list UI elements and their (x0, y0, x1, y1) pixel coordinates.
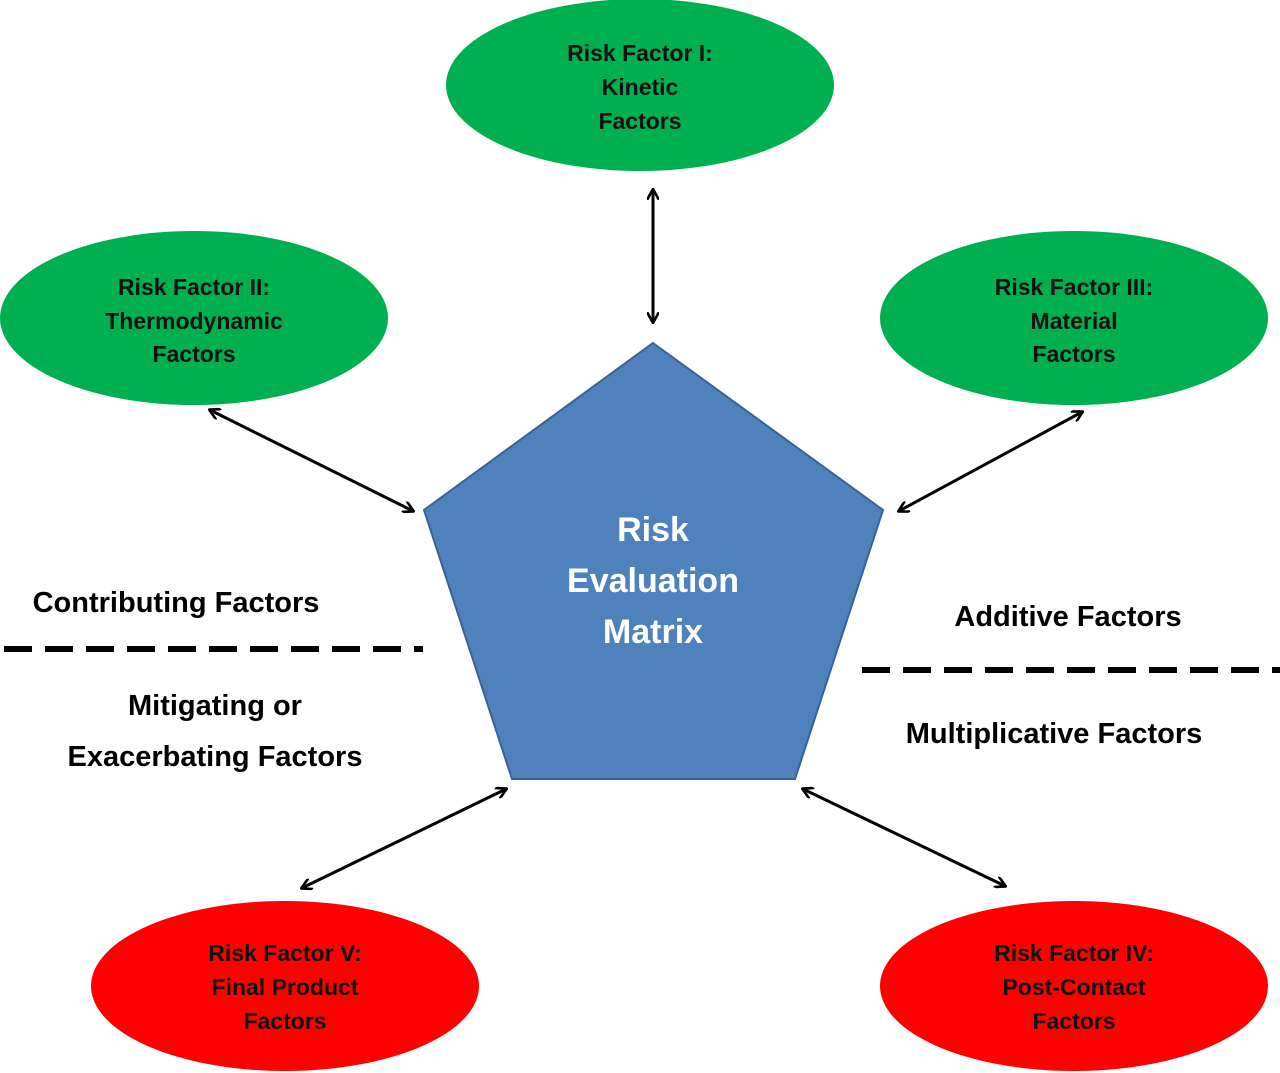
node-post-contact-line-2: Post-Contact (1002, 974, 1145, 1000)
node-thermodynamic-ellipse (0, 231, 388, 405)
arrow-post-contact-center (803, 789, 1005, 886)
center-label-line-2: Evaluation (567, 562, 739, 600)
node-post-contact-line-3: Factors (1032, 1008, 1115, 1034)
center-label-line-3: Matrix (603, 613, 703, 651)
center-pentagon (422, 341, 885, 780)
node-kinetic-ellipse (446, 0, 834, 171)
label-mitigating-line-2: Exacerbating Factors (68, 741, 363, 773)
label-multiplicative-factors: Multiplicative Factors (906, 718, 1203, 750)
node-thermodynamic: Risk Factor II: Thermodynamic Factors (0, 231, 388, 405)
node-final-product: Risk Factor V: Final Product Factors (91, 901, 479, 1071)
node-kinetic-line-2: Kinetic (602, 74, 679, 100)
node-final-product-line-2: Final Product (212, 974, 359, 1000)
node-final-product-ellipse (91, 901, 479, 1071)
node-material: Risk Factor III: Material Factors (880, 231, 1268, 405)
node-thermodynamic-line-3: Factors (152, 341, 235, 367)
node-kinetic: Risk Factor I: Kinetic Factors (446, 0, 834, 171)
node-material-ellipse (880, 231, 1268, 405)
node-final-product-line-1: Risk Factor V: (208, 940, 361, 966)
node-material-line-3: Factors (1032, 341, 1115, 367)
node-kinetic-line-1: Risk Factor I: (567, 40, 713, 66)
arrow-final-product-center (302, 789, 506, 888)
label-contributing-factors: Contributing Factors (33, 587, 320, 619)
arrow-thermodynamic-center (210, 410, 413, 511)
label-additive-factors: Additive Factors (954, 601, 1181, 633)
node-kinetic-line-3: Factors (598, 108, 681, 134)
node-post-contact: Risk Factor IV: Post-Contact Factors (880, 901, 1268, 1071)
node-thermodynamic-line-2: Thermodynamic (105, 308, 283, 334)
node-final-product-line-3: Factors (243, 1008, 326, 1034)
node-thermodynamic-line-1: Risk Factor II: (118, 274, 270, 300)
label-mitigating-line-1: Mitigating or (128, 690, 302, 722)
node-post-contact-line-1: Risk Factor IV: (994, 940, 1154, 966)
node-material-line-2: Material (1031, 308, 1118, 334)
arrow-material-center (899, 412, 1082, 511)
center-label-line-1: Risk (617, 511, 689, 549)
node-material-line-1: Risk Factor III: (995, 274, 1153, 300)
node-post-contact-ellipse (880, 901, 1268, 1071)
